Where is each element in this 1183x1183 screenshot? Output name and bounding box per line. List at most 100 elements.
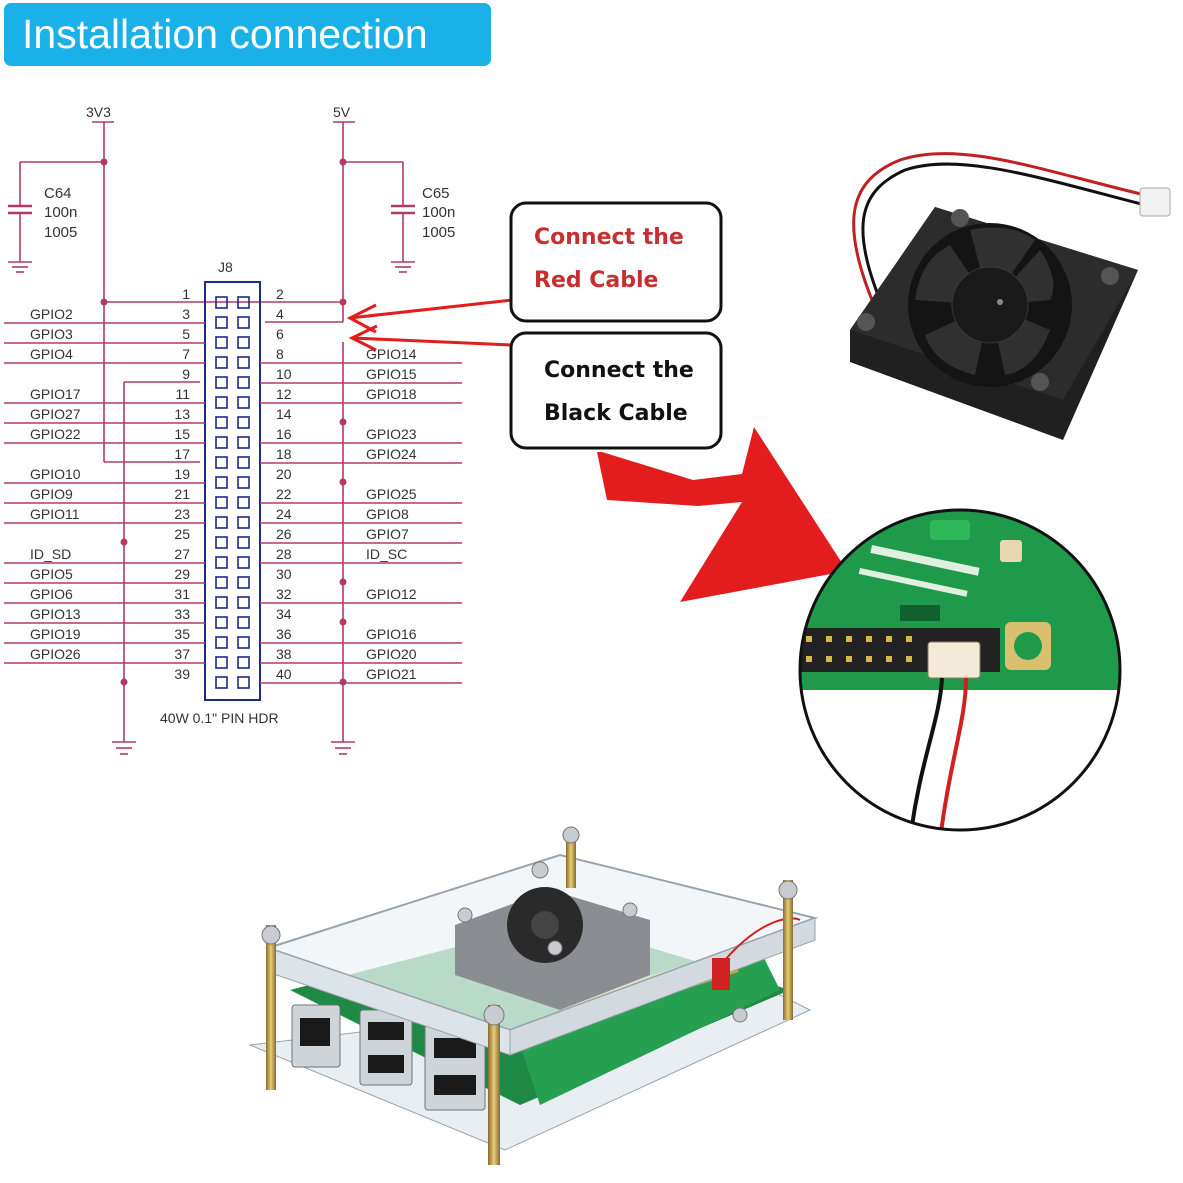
header-pin-icon: [237, 516, 250, 529]
big-red-arrow: [597, 427, 842, 602]
pin-number-odd: 9: [182, 366, 190, 382]
pin-number-even: 34: [276, 606, 292, 622]
acrylic-case-image: [248, 826, 819, 1165]
signal-label-left: GPIO22: [30, 426, 81, 442]
pin-number-odd: 13: [174, 406, 190, 422]
header-pin-icon: [215, 376, 228, 389]
pin-number-odd: 31: [174, 586, 190, 602]
header-pin-icon: [237, 416, 250, 429]
pin-number-even: 22: [276, 486, 292, 502]
header-pin-icon: [237, 316, 250, 329]
junction-dot: [339, 158, 347, 166]
signal-label-right: GPIO8: [366, 506, 409, 522]
header-pin-icon: [215, 316, 228, 329]
header-pin-icon: [237, 596, 250, 609]
junction-dot: [339, 578, 347, 586]
pin-number-even: 14: [276, 406, 292, 422]
header-pin-icon: [237, 436, 250, 449]
gpio-schematic: 3V3 5V C64 100n 1005 C65 100n 1005: [4, 104, 462, 755]
header-pin-icon: [215, 676, 228, 689]
cap-left-value: 100n: [44, 204, 77, 221]
pin-number-even: 38: [276, 646, 292, 662]
signal-label-left: GPIO4: [30, 346, 73, 362]
header-pin-icon: [215, 336, 228, 349]
pin-number-even: 2: [276, 286, 284, 302]
pin-number-odd: 3: [182, 306, 190, 322]
header-pin-icon: [215, 636, 228, 649]
header-pin-icon: [237, 676, 250, 689]
header-pin-icon: [215, 416, 228, 429]
header-pin-icon: [215, 596, 228, 609]
signal-label-right: ID_SC: [366, 546, 407, 562]
pin-number-even: 18: [276, 446, 292, 462]
header-pin-icon: [237, 336, 250, 349]
power-label-5v: 5V: [333, 104, 351, 120]
fan-connector: [927, 641, 981, 679]
title-text: Installation connection: [22, 11, 428, 57]
junction-dot: [120, 678, 128, 686]
signal-label-right: GPIO18: [366, 386, 417, 402]
pin-number-odd: 23: [174, 506, 190, 522]
signal-label-left: GPIO13: [30, 606, 81, 622]
header-pin-icon: [215, 556, 228, 569]
pin-number-even: 10: [276, 366, 292, 382]
header-pin-icon: [237, 616, 250, 629]
pin-number-even: 6: [276, 326, 284, 342]
zoom-detail: [798, 508, 1122, 832]
signal-label-left: ID_SD: [30, 546, 71, 562]
pin-number-even: 24: [276, 506, 292, 522]
pin-number-odd: 27: [174, 546, 190, 562]
header-pin-icon: [237, 496, 250, 509]
pin-number-even: 12: [276, 386, 292, 402]
pin-number-even: 28: [276, 546, 292, 562]
header-pin-icon: [237, 576, 250, 589]
signal-label-left: GPIO3: [30, 326, 73, 342]
pin-number-even: 8: [276, 346, 284, 362]
header-pin-icon: [215, 536, 228, 549]
title-banner: Installation connection: [4, 3, 491, 66]
header-pin-icon: [237, 456, 250, 469]
pin-number-odd: 17: [174, 446, 190, 462]
junction-dot: [339, 478, 347, 486]
pin-number-odd: 37: [174, 646, 190, 662]
callout-black-cable: Connect the Black Cable: [509, 331, 723, 450]
signal-label-left: GPIO9: [30, 486, 73, 502]
pin-number-even: 20: [276, 466, 292, 482]
pin-number-even: 30: [276, 566, 292, 582]
signal-label-left: GPIO17: [30, 386, 81, 402]
header-pin-icon: [215, 356, 228, 369]
header-row: 27 28 ID_SD ID_SC: [4, 546, 462, 569]
header-pin-icon: [215, 656, 228, 669]
header-pin-icon: [215, 516, 228, 529]
header-pin-icon: [237, 356, 250, 369]
pin-number-odd: 15: [174, 426, 190, 442]
signal-label-left: GPIO6: [30, 586, 73, 602]
power-label-3v3: 3V3: [86, 104, 111, 120]
signal-label-right: GPIO20: [366, 646, 417, 662]
header-pin-icon: [215, 396, 228, 409]
signal-label-right: GPIO25: [366, 486, 417, 502]
signal-label-left: GPIO11: [30, 506, 80, 522]
junction-dot: [339, 618, 347, 626]
pin-number-even: 32: [276, 586, 292, 602]
black-cable-arrow: [348, 324, 513, 352]
junction-dot: [100, 158, 108, 166]
junction-dot: [339, 298, 347, 306]
header-pin-icon: [215, 576, 228, 589]
header-pin-icon: [237, 396, 250, 409]
pin-number-even: 40: [276, 666, 292, 682]
signal-label-left: GPIO19: [30, 626, 81, 642]
pin-number-odd: 1: [182, 286, 190, 302]
